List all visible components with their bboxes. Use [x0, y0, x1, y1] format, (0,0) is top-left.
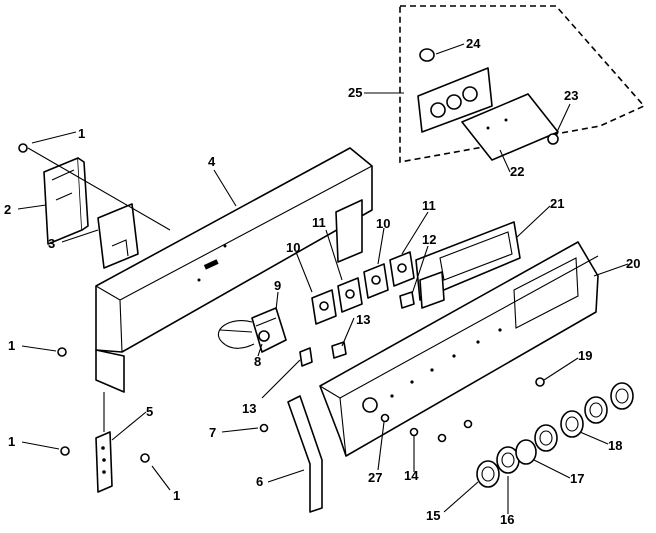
part-14-screw: [409, 427, 419, 437]
callout-10-left: 10: [286, 240, 300, 255]
part-13-sockets: [299, 341, 347, 367]
callout-22: 22: [510, 164, 524, 179]
callout-1-bottom-left: 1: [8, 434, 15, 449]
part-3-bracket: [97, 203, 139, 269]
part-18-knob-c: [584, 396, 608, 424]
part-21-window: [415, 221, 521, 309]
callout-6: 6: [256, 474, 263, 489]
part-10-switch-a: [311, 289, 337, 325]
callout-1-top: 1: [78, 126, 85, 141]
part-22-clock-face: [461, 93, 559, 161]
part-24-knob: [419, 48, 435, 62]
callout-4: 4: [208, 154, 216, 169]
callout-1-left: 1: [8, 338, 15, 353]
part-11-switch-a: [337, 277, 363, 313]
callout-20: 20: [626, 256, 640, 271]
part-16-knob: [496, 446, 520, 474]
callout-14: 14: [404, 468, 419, 483]
callout-19: 19: [578, 348, 592, 363]
screws-part-1: [18, 143, 150, 463]
callout-21: 21: [550, 196, 564, 211]
callout-2: 2: [4, 202, 11, 217]
callout-16: 16: [500, 512, 514, 527]
part-18-knob-d: [610, 382, 634, 410]
callout-27: 27: [368, 470, 382, 485]
part-17-knob: [515, 439, 537, 465]
part-18-knob-a: [534, 424, 558, 452]
part-27-screw: [380, 413, 390, 423]
part-9-thermostat: [217, 307, 287, 353]
callout-5: 5: [146, 404, 153, 419]
callout-10-right: 10: [376, 216, 390, 231]
part-19-screw: [535, 377, 545, 387]
callout-12: 12: [422, 232, 436, 247]
callout-11-right: 11: [422, 198, 436, 213]
part-12-indicator: [399, 291, 415, 309]
part-2-side-bracket: [43, 157, 89, 245]
part-11-switch-b: [389, 251, 415, 287]
part-5-hinge-bracket: [95, 392, 113, 493]
guide-line-1: [27, 147, 171, 231]
callout-8: 8: [254, 354, 261, 369]
callout-1-bottom: 1: [173, 488, 180, 503]
callout-24: 24: [466, 36, 481, 51]
part-25-clock-module: [417, 67, 493, 133]
panel-screw-a: [437, 433, 447, 443]
callout-13-right: 13: [356, 312, 370, 327]
part-7-screw: [259, 423, 269, 433]
part-6-trim: [287, 395, 323, 513]
part-18-knob-b: [560, 410, 584, 438]
callout-18: 18: [608, 438, 622, 453]
callout-25: 25: [348, 85, 362, 100]
part-10-switch-b: [363, 263, 389, 299]
panel-screw-b: [463, 419, 473, 429]
leader-lines: [17, 43, 629, 514]
clock-inset: [399, 5, 646, 163]
callout-23: 23: [564, 88, 578, 103]
part-20-control-panel: [319, 241, 599, 457]
switch-row: [311, 251, 415, 325]
callout-3: 3: [48, 236, 55, 251]
callout-7: 7: [209, 425, 216, 440]
control-knobs: [476, 377, 634, 488]
callout-labels: 1 2 3 4 1 1 1 5 6 7 8 9 10 10 11 11 12 1…: [4, 36, 640, 527]
callout-13-left: 13: [242, 401, 256, 416]
callout-17: 17: [570, 471, 584, 486]
part-4-back-panel: [95, 147, 373, 393]
callout-9: 9: [274, 278, 281, 293]
part-23-knob: [547, 133, 559, 145]
part-15-knob: [476, 460, 500, 488]
callout-15: 15: [426, 508, 440, 523]
callout-11-left: 11: [312, 215, 326, 230]
